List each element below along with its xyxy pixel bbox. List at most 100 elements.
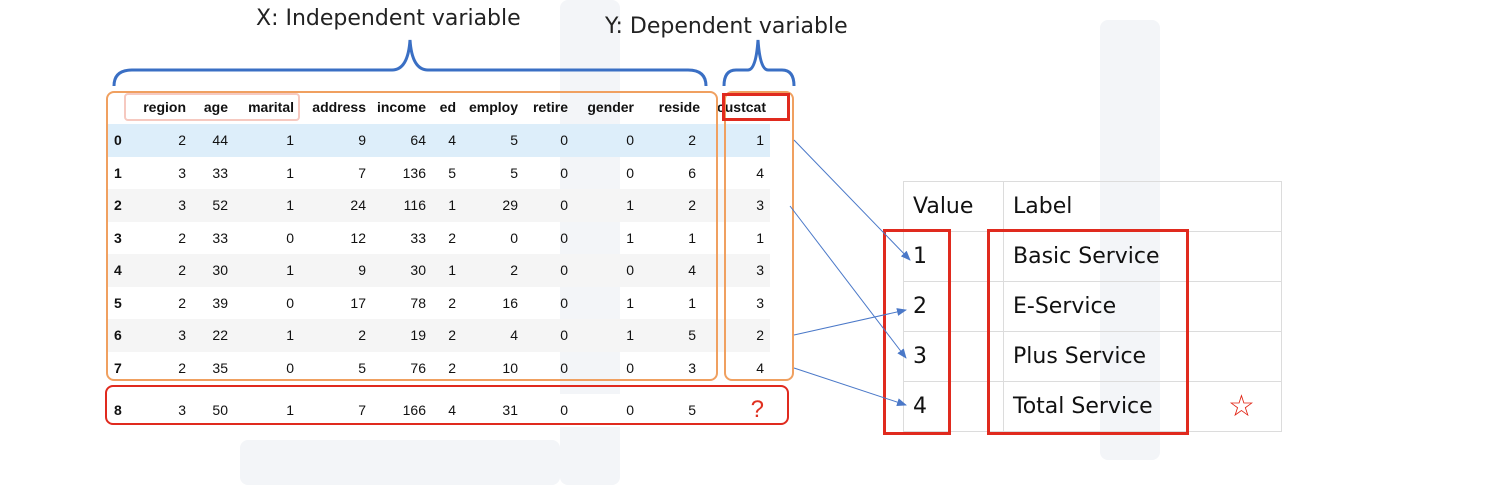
table-cell: 5 xyxy=(358,359,366,376)
table-cell: 0 xyxy=(286,359,294,376)
y-brace xyxy=(722,39,796,87)
column-header: region xyxy=(143,99,186,115)
column-header: income xyxy=(376,99,426,115)
table-cell: 136 xyxy=(402,164,426,181)
table-cell: 19 xyxy=(410,327,426,344)
table-cell: 0 xyxy=(510,229,518,246)
table-cell: 3 xyxy=(178,402,186,419)
table-cell: 30 xyxy=(212,262,228,279)
table-cell: 1 xyxy=(688,229,696,246)
table-cell: 0 xyxy=(626,132,634,149)
table-cell: 2 xyxy=(178,132,186,149)
arrow-row7 xyxy=(793,367,907,406)
table-cell: 1 xyxy=(448,262,456,279)
column-header: marital xyxy=(248,99,294,115)
arrow-row6 xyxy=(793,308,907,336)
table-cell: 1 xyxy=(286,164,294,181)
row-index: 3 xyxy=(114,229,122,246)
label-table-header-cell: Label xyxy=(1003,181,1282,232)
row-index: 4 xyxy=(114,262,122,279)
table-cell: 5 xyxy=(688,402,696,419)
table-cell: 0 xyxy=(560,229,568,246)
background-decoration xyxy=(240,440,560,485)
table-cell: 1 xyxy=(626,327,634,344)
table-cell: 4 xyxy=(756,164,764,181)
column-header: address xyxy=(312,99,366,115)
row-index: 7 xyxy=(114,359,122,376)
table-cell: 52 xyxy=(212,197,228,214)
table-cell: 24 xyxy=(350,197,366,214)
category-label: E-Service xyxy=(1003,281,1282,332)
table-cell: 4 xyxy=(448,402,456,419)
table-cell: 5 xyxy=(448,164,456,181)
table-cell: 2 xyxy=(178,294,186,311)
arrow-row0 xyxy=(793,139,911,261)
table-cell: 0 xyxy=(560,294,568,311)
table-cell: 4 xyxy=(448,132,456,149)
row-index: 1 xyxy=(114,164,122,181)
row-index: 2 xyxy=(114,197,122,214)
table-cell: 9 xyxy=(358,262,366,279)
table-cell: 50 xyxy=(212,402,228,419)
table-cell: 2 xyxy=(448,327,456,344)
table-cell: 0 xyxy=(626,262,634,279)
table-cell: 1 xyxy=(286,132,294,149)
table-cell: 1 xyxy=(286,402,294,419)
table-cell: 5 xyxy=(510,132,518,149)
table-cell: 22 xyxy=(212,327,228,344)
table-cell: 0 xyxy=(286,294,294,311)
table-cell: 2 xyxy=(178,262,186,279)
row-index: 6 xyxy=(114,327,122,344)
table-cell: 2 xyxy=(448,229,456,246)
table-cell: 3 xyxy=(688,359,696,376)
table-cell: 1 xyxy=(688,294,696,311)
row-index: 8 xyxy=(114,402,122,419)
table-cell: 9 xyxy=(358,132,366,149)
table-cell: 0 xyxy=(560,164,568,181)
table-cell: 78 xyxy=(410,294,426,311)
table-cell: 76 xyxy=(410,359,426,376)
table-cell: 17 xyxy=(350,294,366,311)
table-cell: 0 xyxy=(560,402,568,419)
table-cell: 0 xyxy=(560,327,568,344)
star-icon: ☆ xyxy=(1228,390,1255,423)
table-cell: 3 xyxy=(756,294,764,311)
column-header: custcat xyxy=(716,99,766,115)
table-cell: 2 xyxy=(178,229,186,246)
column-header: age xyxy=(203,99,228,115)
table-cell: 33 xyxy=(212,229,228,246)
table-cell: 2 xyxy=(358,327,366,344)
table-cell: 3 xyxy=(178,164,186,181)
table-cell: 6 xyxy=(688,164,696,181)
table-cell: 5 xyxy=(510,164,518,181)
table-cell: 64 xyxy=(410,132,426,149)
column-header: gender xyxy=(587,99,634,115)
table-cell: 35 xyxy=(212,359,228,376)
table-cell: 12 xyxy=(350,229,366,246)
background-decoration xyxy=(560,0,620,485)
category-label: Plus Service xyxy=(1003,331,1282,382)
table-cell: 0 xyxy=(626,164,634,181)
column-header: reside xyxy=(658,99,700,115)
table-cell: 116 xyxy=(403,197,426,214)
y-variable-annotation: Y: Dependent variable xyxy=(605,14,848,39)
table-cell: 2 xyxy=(178,359,186,376)
table-cell: 0 xyxy=(626,402,634,419)
column-header: employ xyxy=(468,99,518,115)
table-cell: 0 xyxy=(560,359,568,376)
table-cell: 30 xyxy=(410,262,426,279)
column-header: ed xyxy=(439,99,456,115)
column-header: retire xyxy=(532,99,568,115)
table-cell: 2 xyxy=(688,132,696,149)
table-cell: 10 xyxy=(502,359,518,376)
x-variable-annotation: X: Independent variable xyxy=(256,6,521,31)
